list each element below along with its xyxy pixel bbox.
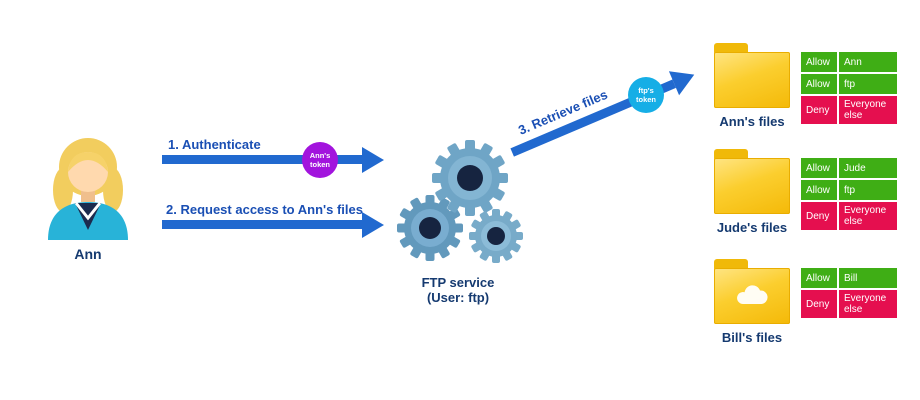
folder-body [714, 52, 790, 108]
acl-principal-cell: Everyone else [839, 202, 897, 230]
acl-principal-cell: Jude [839, 158, 897, 178]
user-ann-icon [48, 138, 128, 240]
acl-principal-cell: Everyone else [839, 96, 897, 124]
judes-files-folder-icon [714, 149, 790, 214]
folder-body [714, 158, 790, 214]
acl-principal-cell: Bill [839, 268, 897, 288]
acl-action-cell: Deny [801, 202, 837, 230]
acl-action-cell: Allow [801, 180, 837, 200]
acl-principal-cell: ftp [839, 74, 897, 94]
step1-arrow-shaft [162, 155, 362, 164]
acl-table-bills-files: Allow Bill Deny Everyone else [801, 268, 897, 318]
step1-label: 1. Authenticate [168, 137, 261, 152]
step2-arrow-head [362, 212, 384, 238]
anns-token-badge: Ann's token [302, 142, 338, 178]
acl-row: Deny Everyone else [801, 202, 897, 230]
cloud-icon [737, 285, 768, 304]
bills-files-folder-icon [714, 259, 790, 324]
acl-table-anns-files: Allow Ann Allow ftp Deny Everyone else [801, 52, 897, 124]
acl-row: Allow Bill [801, 268, 897, 288]
acl-row: Allow ftp [801, 74, 897, 94]
judes-files-label: Jude's files [716, 220, 788, 235]
ftps-token-badge: ftp's token [628, 77, 664, 113]
acl-action-cell: Deny [801, 290, 837, 318]
acl-row: Deny Everyone else [801, 290, 897, 318]
anns-files-folder-icon [714, 43, 790, 108]
acl-row: Deny Everyone else [801, 96, 897, 124]
acl-table-judes-files: Allow Jude Allow ftp Deny Everyone else [801, 158, 897, 230]
service-subtitle: (User: ftp) [426, 290, 490, 305]
step2-label: 2. Request access to Ann's files [166, 202, 363, 217]
service-title: FTP service [421, 275, 495, 290]
acl-row: Allow ftp [801, 180, 897, 200]
anns-files-label: Ann's files [719, 114, 785, 129]
ftp-service-gears-icon [397, 140, 523, 263]
step2-arrow-shaft [162, 220, 362, 229]
step1-arrow-head [362, 147, 384, 173]
acl-principal-cell: ftp [839, 180, 897, 200]
acl-action-cell: Allow [801, 158, 837, 178]
acl-principal-cell: Ann [839, 52, 897, 72]
acl-action-cell: Allow [801, 52, 837, 72]
acl-action-cell: Allow [801, 268, 837, 288]
acl-action-cell: Deny [801, 96, 837, 124]
acl-row: Allow Ann [801, 52, 897, 72]
bills-files-label: Bill's files [721, 330, 783, 345]
acl-action-cell: Allow [801, 74, 837, 94]
actor-label: Ann [74, 246, 102, 262]
acl-row: Allow Jude [801, 158, 897, 178]
acl-principal-cell: Everyone else [839, 290, 897, 318]
step3-arrow-head [668, 62, 700, 96]
